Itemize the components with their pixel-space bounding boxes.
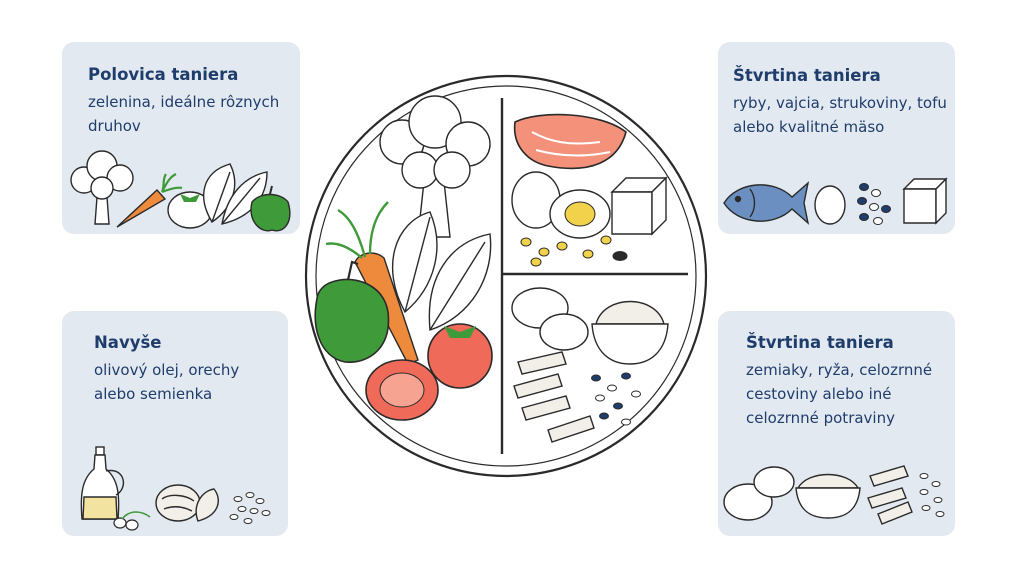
vegetables-card: Polovica taniera zelenina, ideálne rôzny…	[62, 42, 300, 234]
extras-card-text: olivový olej, orechy alebo semienka	[94, 361, 240, 403]
penne-pasta-icon	[867, 465, 913, 525]
extras-illustration	[80, 446, 271, 531]
plate-tofu-icon	[610, 176, 668, 236]
plate-rice-bowl-icon	[591, 300, 669, 365]
egg-icon	[814, 185, 846, 225]
walnut-icon	[155, 484, 201, 522]
proteins-card-title: Štvrtina taniera	[733, 66, 881, 85]
proteins-card-text: ryby, vajcia, strukoviny, tofu alebo kva…	[733, 94, 947, 136]
carbs-card-text: zemiaky, ryža, celozrnné cestoviny alebo…	[746, 361, 933, 427]
plate-inner-rim	[315, 85, 697, 467]
plate-pepper-icon	[314, 260, 390, 363]
plate-broccoli-icon	[379, 95, 491, 238]
carrot-icon	[116, 173, 183, 228]
almond-icon	[195, 488, 219, 522]
vegetables-card-text: zelenina, ideálne rôznych druhov	[88, 93, 280, 135]
grains-icon	[919, 473, 945, 517]
carbs-card-title: Štvrtina taniera	[746, 333, 894, 352]
healthy-plate	[304, 74, 708, 478]
plate-spinach-icon	[391, 211, 492, 331]
olives-icon	[113, 511, 151, 531]
spinach-icon	[203, 163, 268, 225]
extras-card: Navyše olivový olej, orechy alebo semien…	[62, 311, 288, 536]
plate-boiled-egg-icon	[549, 189, 611, 239]
proteins-illustration	[723, 177, 948, 225]
beans-icon	[857, 183, 891, 225]
broccoli-icon	[70, 150, 134, 225]
tofu-icon	[902, 177, 948, 225]
plate-salmon-icon	[513, 113, 627, 170]
fish-icon	[723, 181, 810, 225]
potato-icon	[723, 466, 795, 521]
plate-beans-icon	[520, 235, 628, 267]
carbs-card: Štvrtina taniera zemiaky, ryža, celozrnn…	[718, 311, 955, 536]
plate-tomato-icon	[427, 323, 493, 389]
extras-card-title: Navyše	[94, 333, 162, 352]
proteins-card: Štvrtina taniera ryby, vajcia, strukovin…	[718, 42, 955, 234]
plate-potato-icon	[511, 287, 589, 351]
rice-bowl-icon	[795, 473, 861, 519]
vegetables-illustration	[70, 150, 291, 232]
plate-penne-pasta-icon	[513, 351, 595, 443]
plate-tomato-slice-icon	[365, 359, 439, 421]
plate-grains-icon	[591, 372, 641, 426]
carbs-illustration	[723, 465, 945, 525]
seeds-icon	[229, 492, 271, 524]
olive-oil-bottle-icon	[80, 446, 125, 520]
pepper-icon	[250, 185, 291, 232]
vegetables-card-title: Polovica taniera	[88, 65, 239, 84]
